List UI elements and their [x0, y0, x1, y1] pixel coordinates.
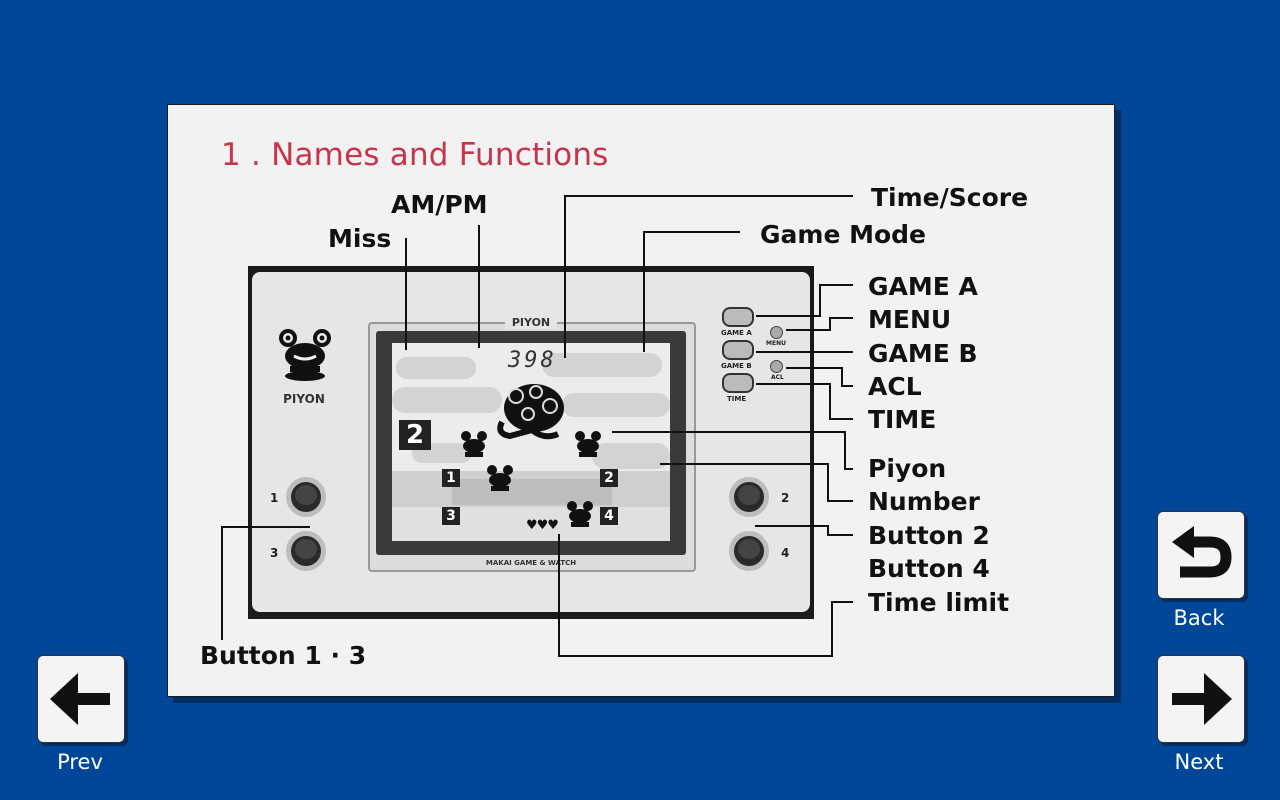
logo-label: PIYON: [283, 392, 325, 406]
game-a-button[interactable]: [722, 307, 754, 327]
game-mode-number: 2: [399, 420, 431, 450]
label-miss: Miss: [328, 224, 392, 253]
time-button[interactable]: [722, 373, 754, 393]
button-1-number: 1: [270, 491, 279, 505]
device-brand-top: PIYON: [505, 316, 557, 329]
back-button[interactable]: [1157, 511, 1245, 599]
piyon-logo-icon: [279, 329, 331, 381]
menu-button[interactable]: [770, 326, 783, 339]
piyon-sprite-icon: [461, 431, 487, 457]
label-time-limit: Time limit: [868, 588, 1010, 617]
page-title: 1 . Names and Functions: [221, 137, 609, 173]
lcd-number-3: 3: [442, 507, 460, 525]
piyon-sprite-icon: [487, 465, 513, 491]
game-b-button-label: GAME B: [721, 362, 752, 370]
lcd-number-1: 1: [442, 469, 460, 487]
acl-button-label: ACL: [771, 374, 784, 381]
menu-button-label: MENU: [766, 340, 786, 347]
button-1[interactable]: [286, 477, 326, 517]
time-button-label: TIME: [727, 395, 747, 403]
next-button[interactable]: [1157, 655, 1245, 743]
button-4[interactable]: [729, 531, 769, 571]
label-number: Number: [868, 487, 980, 516]
monster-icon: [497, 384, 564, 440]
score-display: 398: [508, 348, 557, 373]
label-acl: ACL: [868, 372, 922, 401]
game-b-button[interactable]: [722, 340, 754, 360]
prev-label: Prev: [57, 750, 103, 774]
label-time-score: Time/Score: [871, 183, 1029, 212]
label-button-2: Button 2: [868, 521, 990, 550]
label-menu: MENU: [868, 305, 952, 334]
device-brand-bottom: MAKAI GAME & WATCH: [478, 559, 584, 567]
button-3[interactable]: [286, 531, 326, 571]
game-a-button-label: GAME A: [721, 329, 752, 337]
next-label: Next: [1174, 750, 1224, 774]
button-4-number: 4: [781, 546, 790, 560]
label-game-b: GAME B: [868, 339, 978, 368]
label-game-mode: Game Mode: [760, 220, 927, 249]
arrow-left-icon: [50, 673, 110, 725]
prev-button[interactable]: [37, 655, 125, 743]
piyon-sprite-icon: [575, 431, 601, 457]
back-label: Back: [1173, 606, 1225, 630]
time-limit-hearts: ♥♥♥: [526, 518, 559, 533]
label-button-1-3: Button 1 · 3: [200, 641, 367, 670]
label-ampm: AM/PM: [391, 190, 488, 219]
button-2[interactable]: [729, 477, 769, 517]
arrow-right-icon: [1172, 673, 1232, 725]
acl-button[interactable]: [770, 360, 783, 373]
undo-arrow-icon: [1172, 526, 1232, 578]
button-3-number: 3: [270, 546, 279, 560]
label-button-4: Button 4: [868, 554, 990, 583]
button-2-number: 2: [781, 491, 790, 505]
label-piyon: Piyon: [868, 454, 947, 483]
piyon-sprite-icon: [567, 501, 593, 527]
lcd-number-4: 4: [600, 507, 618, 525]
label-game-a: GAME A: [868, 272, 978, 301]
lcd-number-2: 2: [600, 469, 618, 487]
label-time: TIME: [868, 405, 937, 434]
